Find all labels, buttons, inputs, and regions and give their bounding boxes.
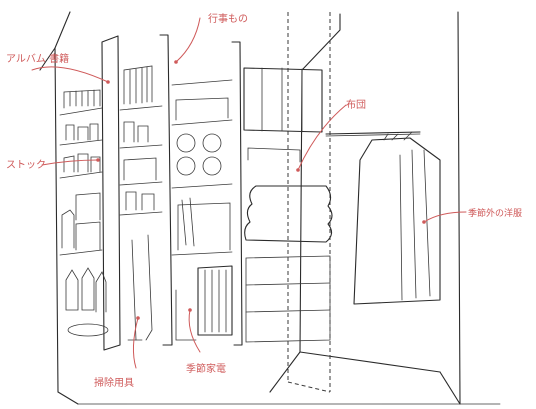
left-shelf-unit	[59, 34, 173, 351]
label-seasonal-items: 行事もの	[208, 12, 248, 25]
seasonal-appliance	[175, 265, 233, 341]
hanging-rod	[325, 131, 421, 137]
room-outline	[39, 11, 501, 405]
albums-books	[63, 65, 153, 109]
futon-stack	[244, 147, 333, 343]
label-cleaning-tools: 掃除用具	[94, 376, 134, 389]
upper-boxes	[243, 67, 323, 133]
annotation-leaders	[31, 17, 467, 369]
label-seasonal-appliances: 季節家電	[186, 362, 226, 375]
middle-shelf-unit	[171, 41, 243, 346]
label-out-of-season-clothes: 季節外の洋服	[468, 207, 522, 219]
hanging-clothes	[353, 131, 441, 305]
label-futon: 布団	[346, 99, 366, 111]
label-stock: ストック	[6, 159, 46, 171]
cleaning-tools	[65, 234, 153, 341]
stock-items	[61, 121, 157, 251]
label-albums-books: アルバム 書籍	[6, 52, 69, 65]
